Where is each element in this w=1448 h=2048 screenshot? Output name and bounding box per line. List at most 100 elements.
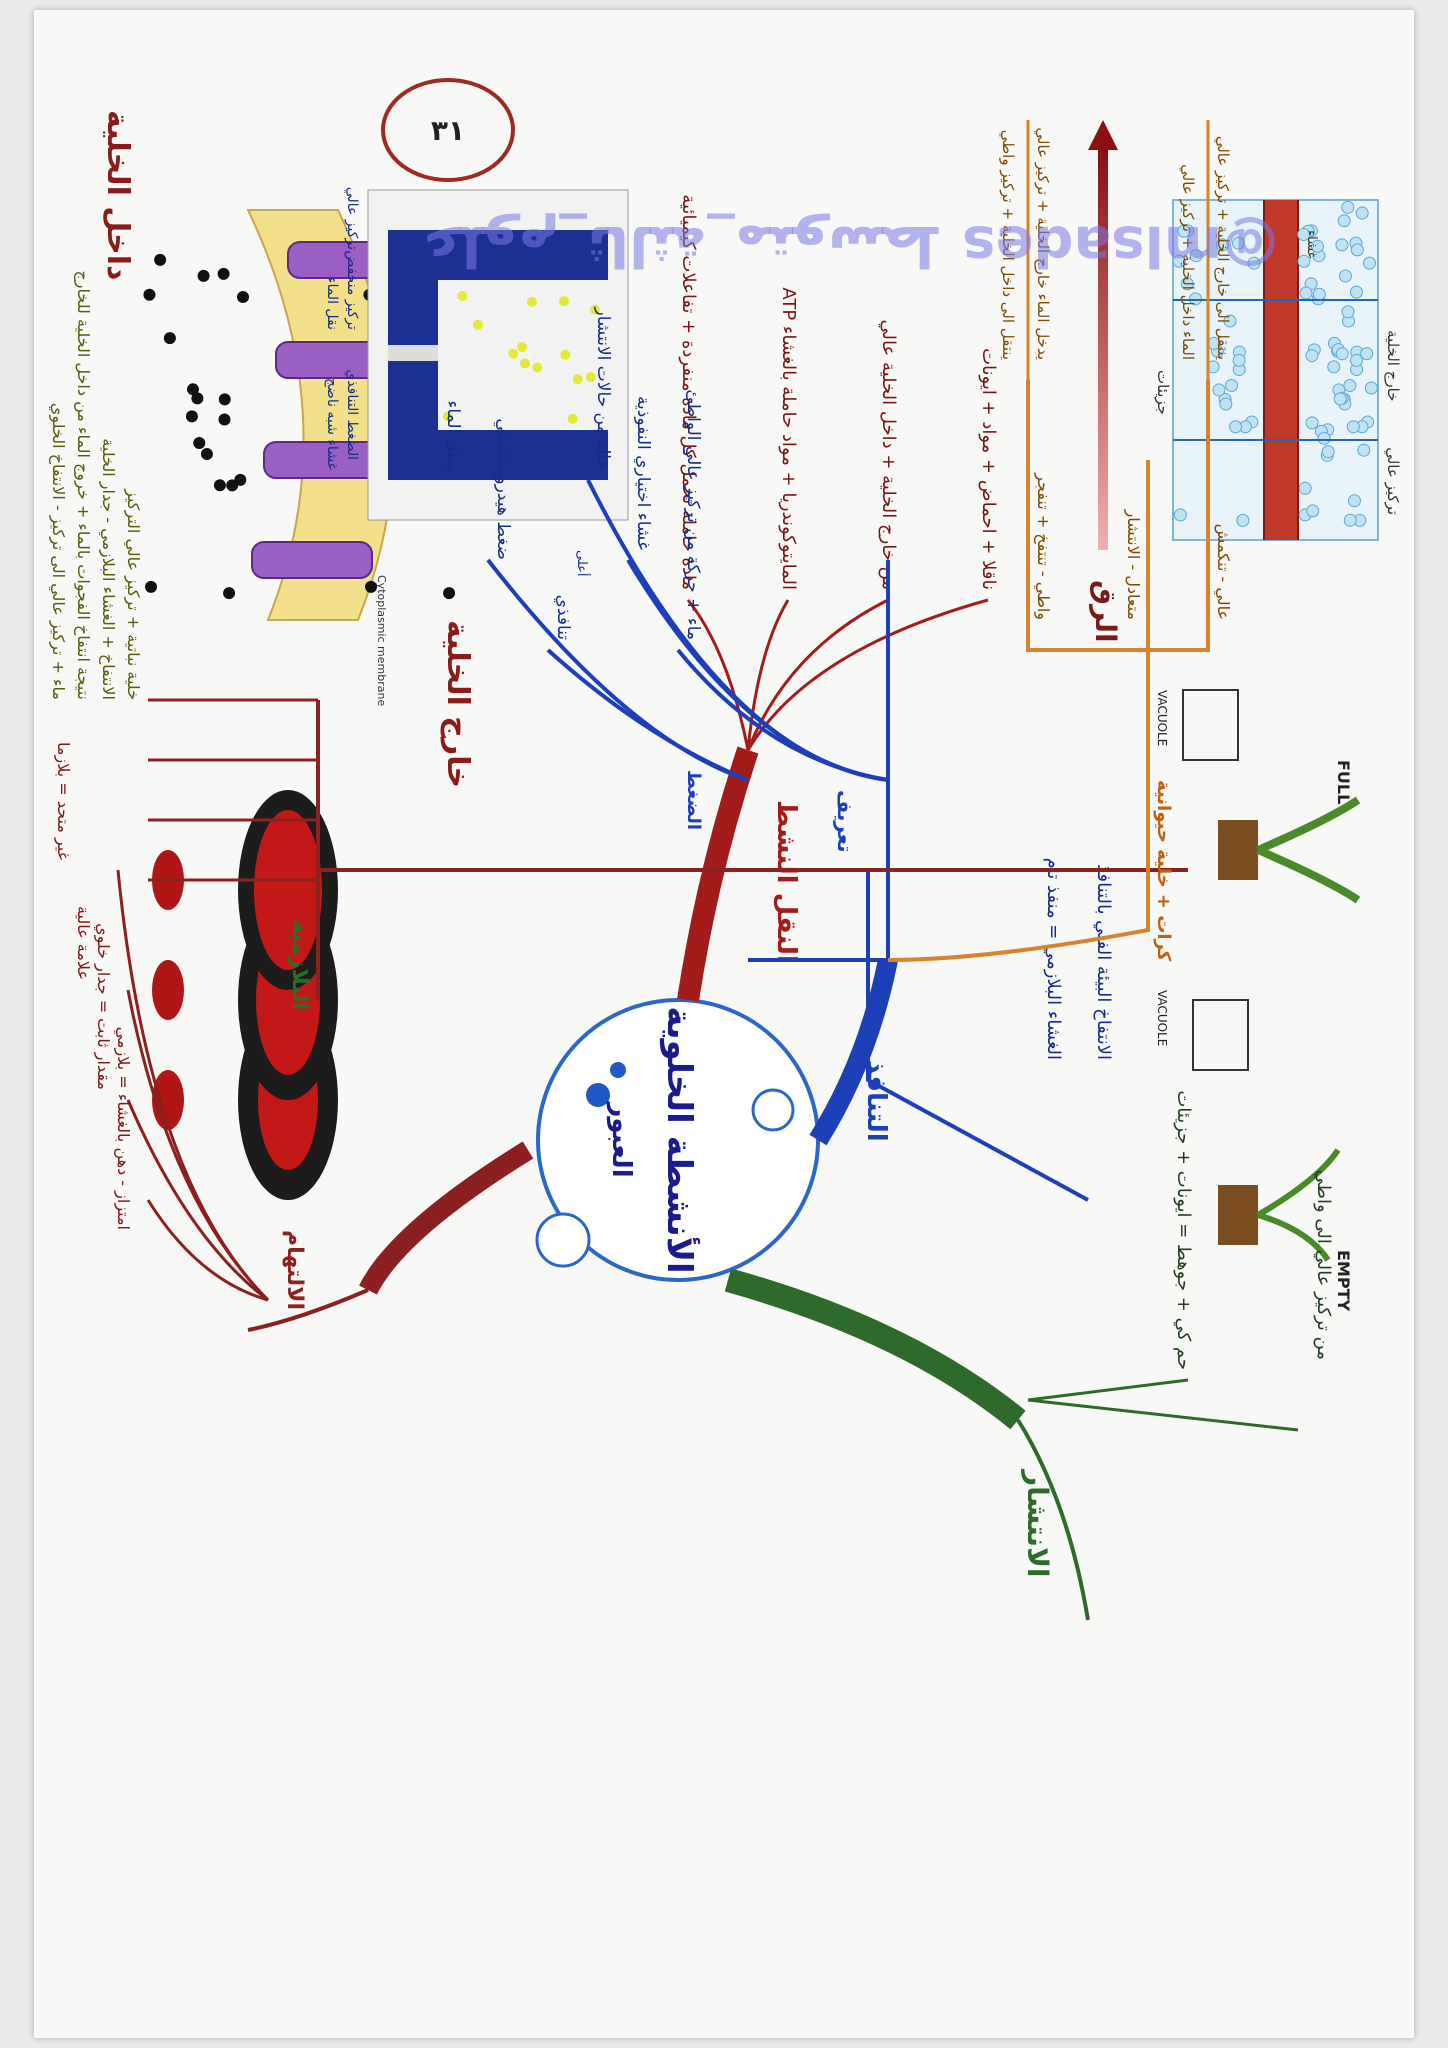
particle [1357, 443, 1371, 457]
utube-particles [442, 290, 600, 424]
diffusion-particles [1172, 200, 1378, 527]
osmosis-trunk [809, 958, 898, 1146]
particle [1229, 420, 1243, 434]
animal-sub1-item-1: ينتقل الى خارج الخلية + تركيز عالي [1213, 136, 1232, 360]
diffusion-trunk [724, 1268, 1026, 1430]
particle [197, 269, 210, 282]
carrier-proteins [251, 241, 409, 579]
plant-cell-title: البلازمية [287, 920, 312, 1010]
particle [1299, 286, 1313, 300]
engulf-item-2: مقدار ثابت = جدار خلوي [93, 923, 113, 1090]
pot-full [1218, 820, 1258, 880]
particle [1317, 431, 1331, 445]
vacuole-cell-2 [1182, 689, 1239, 761]
particle [1312, 287, 1326, 301]
plant-item-1: خلية نباتية + تركيز عالي التركيز [123, 488, 143, 700]
utube-label-1: الضغط التنافذي [344, 369, 360, 460]
plant-label-vacuole-1: VACUOLE [1155, 990, 1169, 1046]
particle [1343, 379, 1357, 393]
particle [223, 587, 236, 600]
particle [218, 413, 231, 426]
particle [560, 349, 571, 360]
particle [191, 392, 204, 405]
particle [186, 383, 199, 396]
particle [1298, 481, 1312, 495]
particle [1225, 379, 1239, 393]
engulf-item-3: علامة عالية [74, 906, 93, 980]
diffusion-figure: تركيز عالي خارج الخلية جزيئات غشاء [1154, 199, 1402, 541]
diffusion-item-1: حم كي + جوهط = ايونات + جزيئات [1173, 1090, 1194, 1370]
active-item-2: من خارج الخلية + داخل الخلية عالي [878, 320, 899, 590]
particle [1232, 353, 1246, 367]
diff-label-membrane: غشاء [1304, 230, 1319, 259]
active-item-3: ATP المايتوكوندريا + مواد حاملة بالغشاء [778, 287, 799, 590]
particle [1327, 360, 1341, 374]
particle [567, 413, 578, 424]
center-title: الأنشطة الخلوية [659, 1006, 701, 1273]
utube-label-4: غشاء شبه ناضج [324, 378, 340, 470]
vacuole-cell-1 [1192, 999, 1249, 1071]
branch-active-transport: النقل النشط ناقلا + احماض + مواد + ايونا… [677, 194, 999, 1002]
particle [218, 393, 231, 406]
definition-item-1: ماء + حركة من تركيز عالي الواطئ [683, 389, 703, 640]
active-item-1: ناقلا + احماض + مواد + ايونات [978, 348, 999, 590]
particle [558, 296, 569, 307]
particle [1335, 347, 1349, 361]
particle [163, 332, 176, 345]
particle [1349, 353, 1363, 367]
branch-animal-cell: كرات + خلية حيوانية عالي - تنكمش ينتقل ا… [887, 120, 1233, 962]
membrane-band [1264, 200, 1298, 540]
osmosis-definition-label: تعريف [833, 790, 857, 853]
animal-title: كرات + خلية حيوانية [1153, 780, 1174, 962]
concentration-arrow [1098, 150, 1108, 550]
animal-sub1: عالي - تنكمش [1213, 524, 1233, 620]
particle [226, 479, 239, 492]
animal-sub2: متعادل - الانتشار [1123, 509, 1143, 620]
particle [365, 580, 378, 593]
particle [1321, 445, 1335, 459]
particle [1297, 254, 1311, 268]
particle [1362, 256, 1376, 270]
particle [1355, 206, 1369, 220]
plant-item-4: ماء + تركيز عالي الى تركيز - الانتفاخ ال… [48, 403, 68, 700]
particle [1297, 228, 1311, 242]
particle [526, 296, 537, 307]
particle [213, 479, 226, 492]
page-number: ٣١ [431, 114, 465, 147]
diffusion-item-2: من تركيز عالي الى واطي [1313, 1170, 1334, 1360]
particle [1219, 397, 1233, 411]
particle [1188, 292, 1202, 306]
particle [1343, 513, 1357, 527]
pressure-item-2: ضغط هيدروستاتيكي [493, 418, 513, 560]
osmosis-pressure-label: الضغط [683, 770, 704, 830]
particle [1247, 256, 1261, 270]
blood-cells-figure [152, 790, 338, 1200]
engulf-trunk [359, 1141, 534, 1295]
particle [143, 288, 156, 301]
particle [572, 374, 583, 385]
utube-label-3: تركيز عالي [344, 187, 360, 250]
plant-item-2: الانتفاخ + الغشاء البلازمي - جدار الخلية [98, 438, 118, 700]
engulf-item-4: غير متحد = بلازما [53, 742, 73, 860]
particle [1177, 224, 1191, 238]
carrier-protein [251, 541, 373, 579]
engulf-item-1: امتزاز - دهن بالغشاء = بلازمي [113, 1027, 133, 1230]
branch-plant-cell: البلازمية خلية نباتية + تركيز عالي الترك… [48, 270, 1188, 1010]
animal-sub3-item-2: ينتقل الى داخل الخلية + تركيز واطي [998, 130, 1017, 360]
at-label-outside: خارج الخلية [440, 620, 475, 788]
osmosis-arrow-label: أعلى [574, 550, 591, 577]
osmosis-title: التنافذ [861, 1060, 891, 1142]
plasmolysis-1: الانتفاخ البيئة الفتي بالتنافذ [1093, 864, 1114, 1060]
particle [1335, 238, 1349, 252]
diffusion-figure-title: الرق [1089, 580, 1122, 643]
pressure-item-3: ينقل الماء [443, 400, 463, 470]
particle [236, 290, 249, 303]
definition-item-3: حالة من حالات الانتشار [593, 307, 613, 470]
particle [1337, 214, 1351, 228]
diffusion-title: الانتشار [1021, 1468, 1054, 1578]
utube-label-2: تركيز منخفض [344, 250, 360, 330]
particle [1212, 383, 1226, 397]
particle [585, 372, 596, 383]
